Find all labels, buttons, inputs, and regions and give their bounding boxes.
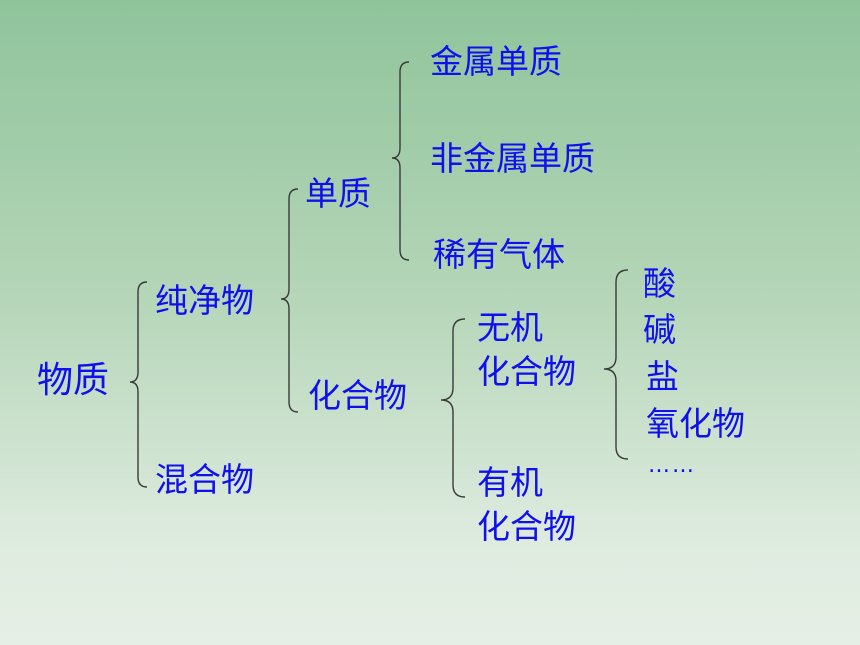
brace-root	[129, 281, 148, 488]
mixture-label: 混合物	[155, 460, 254, 499]
nonmetal-element-label: 非金属单质	[430, 139, 595, 178]
noble-gas-label: 稀有气体	[433, 235, 565, 274]
pure-substance-label: 纯净物	[155, 281, 254, 320]
brace-element	[391, 61, 410, 261]
oxide-label: 氧化物	[646, 404, 745, 443]
organic-label-line1: 有机	[477, 463, 543, 502]
metal-element-label: 金属单质	[430, 42, 562, 81]
element-label: 单质	[305, 174, 371, 213]
root-label: 物质	[37, 360, 110, 401]
inorganic-label-line2: 化合物	[477, 352, 576, 391]
ellipsis-label: ……	[648, 453, 696, 478]
organic-label-line2: 化合物	[477, 507, 576, 546]
salt-label: 盐	[646, 357, 679, 396]
brace-inorganic	[603, 269, 629, 460]
compound-label: 化合物	[308, 376, 407, 415]
brace-pure	[280, 188, 299, 413]
base-label: 碱	[643, 310, 676, 349]
brace-compound	[440, 318, 466, 498]
acid-label: 酸	[643, 264, 676, 303]
inorganic-label-line1: 无机	[477, 308, 543, 347]
